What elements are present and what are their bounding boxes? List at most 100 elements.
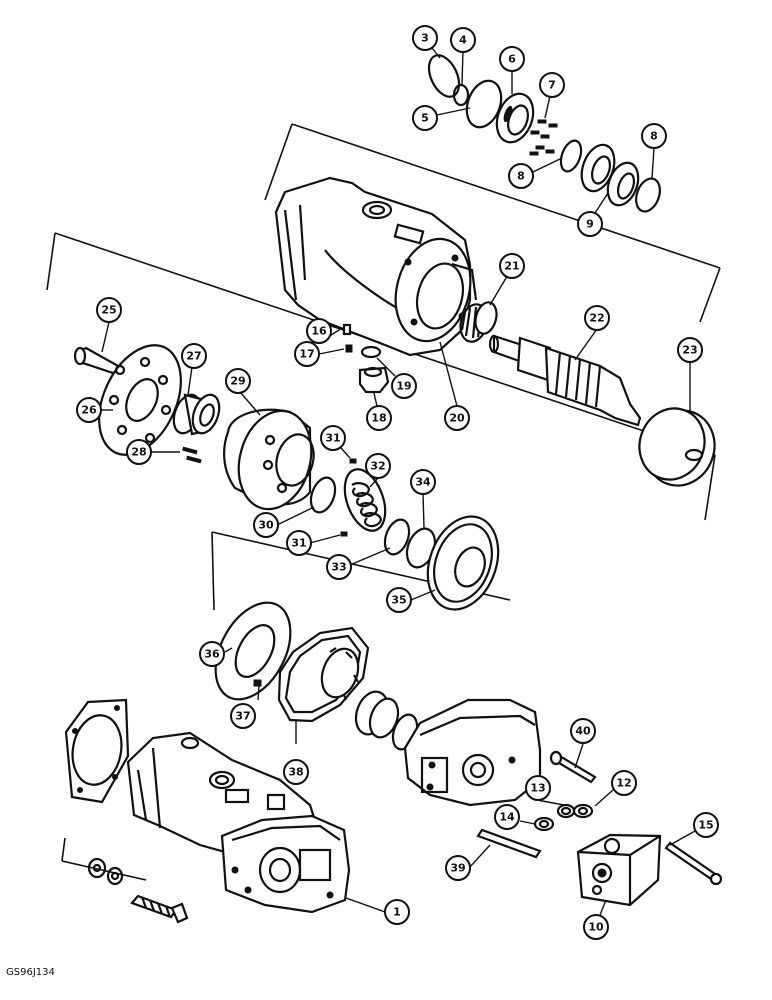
callout-16: 16: [306, 318, 332, 344]
spring-32: [343, 468, 387, 532]
fittings-16-19: [342, 323, 390, 394]
ring-8b: [635, 177, 661, 213]
svg-text:31: 31: [325, 432, 340, 445]
svg-text:36: 36: [204, 648, 220, 661]
o-ring-14: [533, 816, 555, 832]
svg-text:27: 27: [186, 350, 201, 363]
bearing-21: [459, 301, 498, 343]
svg-text:5: 5: [421, 112, 429, 125]
bushing-27: [172, 393, 221, 436]
callout-10: 10: [583, 914, 609, 940]
callout-33: 33: [326, 554, 352, 580]
pins-28: [182, 446, 202, 464]
callout-25: 25: [96, 297, 122, 323]
callout-23: 23: [677, 337, 703, 363]
svg-text:31: 31: [291, 537, 306, 550]
callout-20: 20: [444, 405, 470, 431]
callout-15: 15: [693, 812, 719, 838]
bolt-25: [73, 346, 122, 376]
bearing-38: [354, 690, 400, 739]
bracket-upper-right: [699, 267, 721, 323]
seal-kit-parts: [427, 54, 661, 213]
svg-text:39: 39: [450, 862, 465, 875]
svg-text:30: 30: [258, 519, 274, 532]
svg-text:16: 16: [311, 325, 327, 338]
svg-text:20: 20: [449, 412, 465, 425]
bearing-9: [580, 143, 640, 207]
valve-block-parts: [476, 750, 723, 907]
svg-text:6: 6: [508, 53, 516, 66]
bracket-middle-left: [46, 232, 56, 291]
svg-text:1: 1: [393, 906, 401, 919]
gear-38: [320, 647, 360, 701]
pins-31: [340, 458, 357, 537]
plug-17: [345, 344, 353, 353]
mounting-gasket: [64, 698, 130, 804]
svg-text:4: 4: [459, 34, 467, 47]
callout-3: 3: [412, 25, 438, 51]
callout-13: 13: [525, 775, 551, 801]
washer-13: [556, 803, 576, 819]
figure-code: GS96J134: [6, 967, 55, 978]
svg-text:14: 14: [499, 811, 515, 824]
pump-gear-body: [220, 814, 351, 914]
callout-1: 1: [384, 899, 410, 925]
svg-text:12: 12: [616, 777, 631, 790]
pump-washers: [87, 857, 124, 886]
callout-29: 29: [225, 368, 251, 394]
lower-group: [214, 601, 419, 751]
callout-27: 27: [181, 343, 207, 369]
callout-34: 34: [410, 469, 436, 495]
callout-17: 17: [294, 341, 320, 367]
callout-19: 19: [391, 373, 417, 399]
svg-text:33: 33: [331, 561, 346, 574]
valve-housing: [403, 698, 542, 807]
o-ring-19: [360, 345, 382, 359]
pins-7: [529, 119, 558, 156]
callout-22: 22: [584, 305, 610, 331]
callouts: 1 3 4 5 6 7 8 8 9 10 12 13 14 15 16 17 1…: [76, 25, 719, 940]
callout-12: 12: [611, 770, 637, 796]
svg-text:13: 13: [530, 782, 545, 795]
block-10: [576, 833, 662, 907]
plate-36: [214, 601, 292, 701]
callout-8-lower: 8: [508, 163, 534, 189]
callout-5: 5: [412, 105, 438, 131]
plate-35: [426, 515, 500, 611]
washer-4: [452, 83, 470, 107]
washer-30: [309, 476, 337, 514]
bracket-lower-left: [211, 531, 215, 611]
svg-text:8: 8: [650, 130, 658, 143]
callout-30: 30: [253, 512, 279, 538]
svg-text:19: 19: [396, 380, 411, 393]
svg-text:37: 37: [235, 710, 250, 723]
bolt-15: [664, 841, 723, 886]
svg-text:17: 17: [299, 348, 314, 361]
middle-group: [73, 344, 500, 611]
svg-text:40: 40: [575, 725, 591, 738]
callout-28: 28: [126, 439, 152, 465]
washer-33: [383, 518, 411, 556]
ring-8a: [559, 139, 583, 173]
callout-40: 40: [570, 718, 596, 744]
svg-text:21: 21: [504, 260, 519, 273]
svg-text:3: 3: [421, 32, 429, 45]
disc-23: [638, 407, 716, 487]
svg-text:32: 32: [370, 460, 385, 473]
svg-text:22: 22: [589, 312, 604, 325]
svg-text:25: 25: [101, 304, 116, 317]
callout-8-right: 8: [641, 123, 667, 149]
svg-text:15: 15: [698, 819, 713, 832]
callout-6: 6: [499, 46, 525, 72]
upper-housing: [274, 176, 478, 357]
callout-31-lower: 31: [286, 530, 312, 556]
bracket-upper-top: [291, 123, 721, 269]
callout-21: 21: [499, 253, 525, 279]
bracket-middle-right: [704, 454, 716, 521]
svg-text:38: 38: [288, 766, 303, 779]
seal-12: [572, 803, 594, 819]
svg-text:18: 18: [371, 412, 386, 425]
callout-37: 37: [230, 703, 256, 729]
